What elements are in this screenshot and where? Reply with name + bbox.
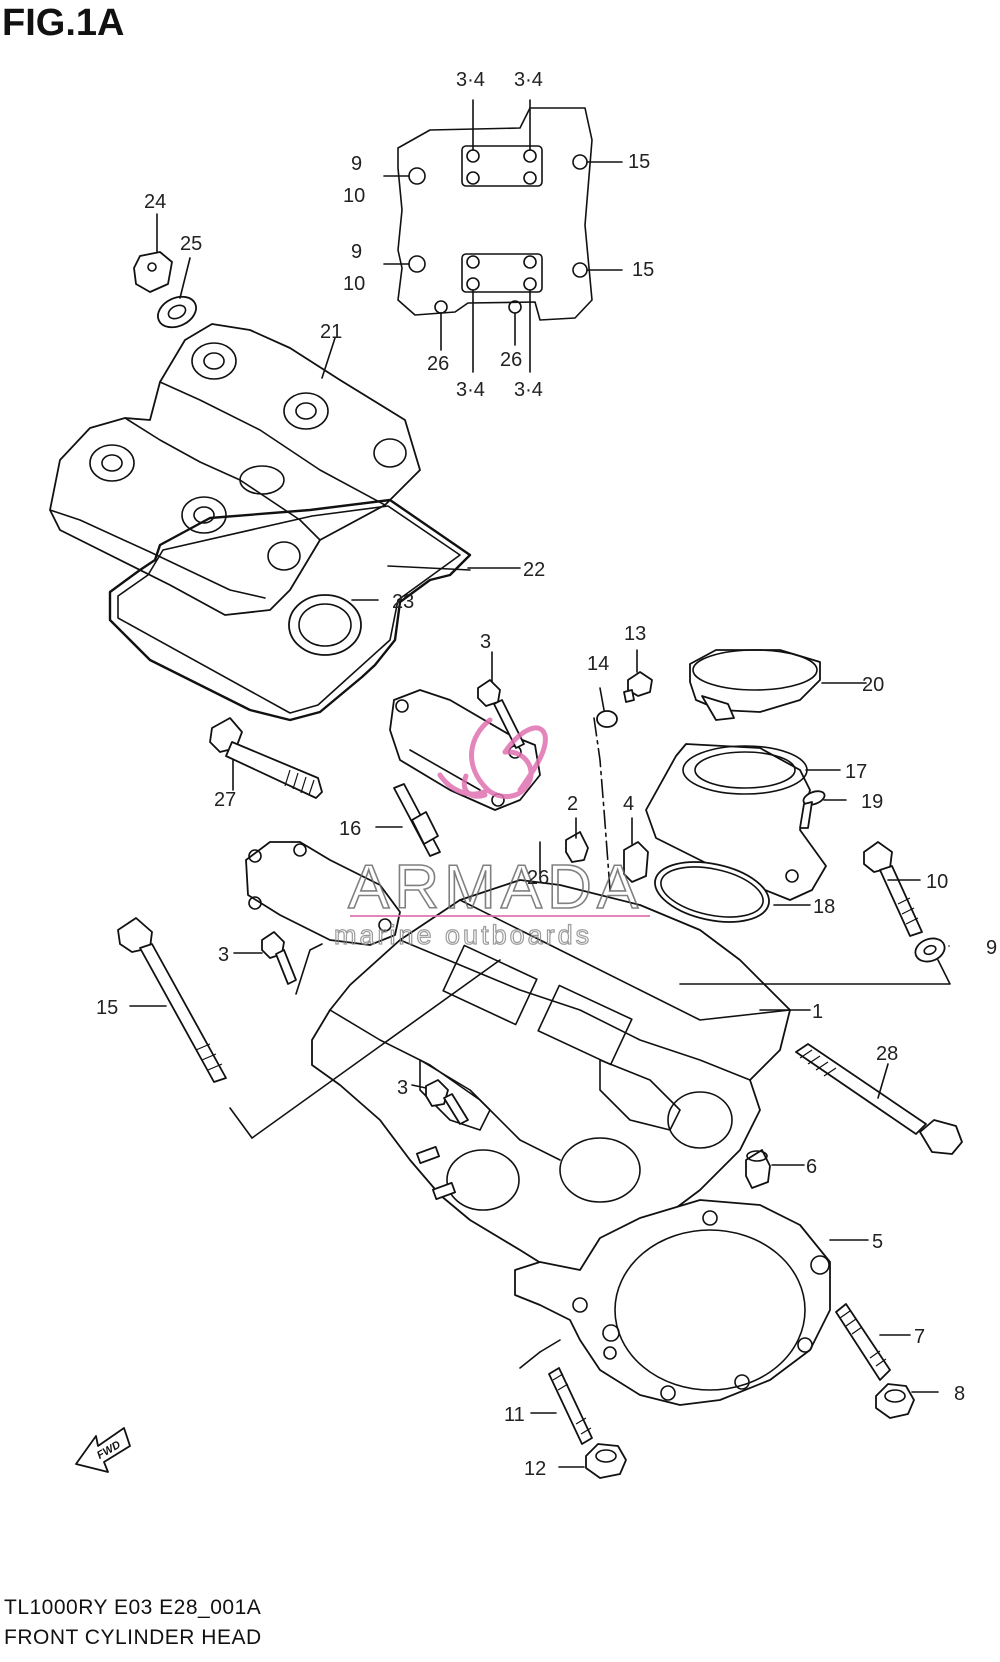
label-17: 17 [845, 761, 867, 783]
sensor-4 [623, 841, 649, 883]
label-21: 21 [320, 321, 342, 343]
inset-label-9-upper: 9 [351, 153, 362, 175]
label-23: 23 [392, 591, 414, 613]
plug-seal [288, 594, 362, 656]
exhaust-stud [548, 1367, 593, 1445]
watermark-logo-icon [437, 717, 548, 800]
cylinder-head-cover [49, 323, 421, 616]
label-18: 18 [813, 896, 835, 918]
bolt-13 [623, 671, 653, 703]
intake-o-ring [654, 861, 770, 923]
intake-screw [799, 790, 826, 829]
cylinder-head-bolt [117, 917, 227, 1083]
label-14: 14 [587, 653, 609, 675]
fwd-arrow-icon: FWD [75, 1427, 131, 1473]
label-22: 22 [523, 559, 545, 581]
watermark-tagline: marine outboards [334, 920, 592, 950]
label-1: 1 [812, 1001, 823, 1023]
exhaust-nut [585, 1443, 627, 1479]
intake-bolt [863, 841, 923, 937]
dowel-pin [745, 1149, 771, 1189]
cover-bolt-cap [133, 251, 173, 293]
camshaft-holder-upper [389, 689, 541, 811]
inset-label-15-upper: 15 [628, 151, 650, 173]
label-3-middle: 3 [397, 1077, 408, 1099]
label-6: 6 [806, 1156, 817, 1178]
screw-3-middle [425, 1079, 469, 1125]
label-20: 20 [862, 674, 884, 696]
label-27: 27 [214, 789, 236, 811]
cover-grommet [157, 295, 197, 329]
label-19: 19 [861, 791, 883, 813]
cylinder-nut [875, 1383, 915, 1419]
label-12: 12 [524, 1458, 546, 1480]
label-24: 24 [144, 191, 166, 213]
camshaft-holder-lower [245, 841, 401, 946]
screw-3-left [261, 931, 297, 985]
inset-label-34-bottom-right: 3·4 [514, 379, 543, 401]
intake-clamp [689, 649, 821, 721]
label-2: 2 [567, 793, 578, 815]
cover-bolt [209, 717, 323, 799]
label-3-left: 3 [218, 944, 229, 966]
inset-label-9-lower: 9 [351, 241, 362, 263]
label-15: 15 [96, 997, 118, 1019]
cylinder-head-bolt-long [795, 1043, 963, 1155]
cylinder-head [311, 879, 791, 1276]
inset-label-10-upper: 10 [343, 185, 365, 207]
label-5: 5 [872, 1231, 883, 1253]
inset-label-26-left: 26 [427, 353, 449, 375]
model-code: TL1000RY E03 E28_001A [4, 1596, 262, 1619]
label-25: 25 [180, 233, 202, 255]
inset-label-26-right: 26 [500, 349, 522, 371]
intake-washer [914, 937, 946, 963]
watermark-brand: ARMADA [348, 853, 643, 922]
label-13: 13 [624, 623, 646, 645]
figure-title: FIG.1A [2, 2, 125, 44]
part-16 [393, 783, 441, 857]
label-8: 8 [954, 1383, 965, 1405]
inset-label-10-lower: 10 [343, 273, 365, 295]
label-26: 26 [527, 867, 549, 889]
bolt-sequence-inset [383, 99, 623, 373]
watermark: ARMADA marine outboards [333, 717, 650, 951]
inset-label-15-lower: 15 [632, 259, 654, 281]
figure-caption: FRONT CYLINDER HEAD [4, 1626, 262, 1649]
inset-label-34-top-left: 3·4 [456, 69, 485, 91]
label-9: 9 [986, 937, 997, 959]
cylinder-head-gasket [514, 1199, 831, 1406]
dowel-2 [565, 831, 589, 863]
label-11: 11 [504, 1404, 525, 1426]
label-28: 28 [876, 1043, 898, 1065]
inset-label-34-top-right: 3·4 [514, 69, 543, 91]
cover-gasket [108, 498, 472, 722]
cylinder-stud [835, 1303, 891, 1381]
label-10: 10 [926, 871, 948, 893]
label-4: 4 [623, 793, 634, 815]
label-16: 16 [339, 818, 361, 840]
inset-label-34-bottom-left: 3·4 [456, 379, 485, 401]
plug-14 [596, 710, 618, 728]
label-3-top: 3 [480, 631, 491, 653]
label-7: 7 [914, 1326, 925, 1348]
